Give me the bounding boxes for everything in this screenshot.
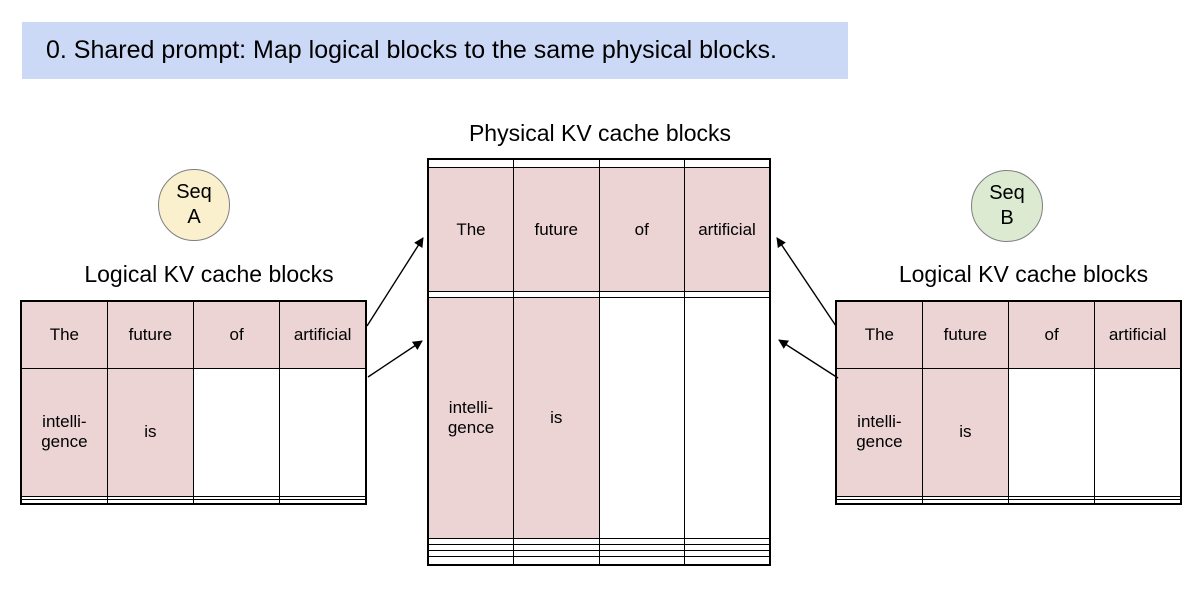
kv-cell: of xyxy=(1007,300,1096,369)
kv-cell xyxy=(598,296,685,539)
kv-cell xyxy=(427,158,514,169)
kv-cell xyxy=(1094,495,1182,500)
arrow-seq-a-block1-to-physical-block3 xyxy=(367,340,423,378)
kv-cell xyxy=(1094,498,1182,505)
kv-cell: future xyxy=(106,300,195,369)
physical-blocks-title: Physical KV cache blocks xyxy=(468,120,732,146)
kv-cell: is xyxy=(921,367,1010,497)
seq-b-badge: Seq B xyxy=(971,170,1043,242)
kv-cell xyxy=(598,158,685,169)
kv-cell: artificial xyxy=(1094,300,1182,369)
kv-cell: The xyxy=(835,300,923,369)
seq-b-badge-line2: B xyxy=(1000,207,1014,229)
kv-cell xyxy=(427,555,514,566)
seq-a-badge-line2: A xyxy=(187,206,201,228)
kv-cell: intelli- gence xyxy=(835,367,923,497)
kv-cell xyxy=(192,498,281,505)
kv-cell xyxy=(684,555,771,566)
kv-cell xyxy=(279,367,367,497)
seq-a-badge-line1: Seq xyxy=(176,181,212,203)
kv-cell: artificial xyxy=(279,300,367,369)
kv-cell xyxy=(279,495,367,500)
kv-cell xyxy=(835,498,923,505)
seq-b-badge-line1: Seq xyxy=(989,182,1025,204)
kv-cell xyxy=(598,555,685,566)
kv-cell xyxy=(1094,367,1182,497)
kv-cell: intelli- gence xyxy=(20,367,108,497)
seq-a-badge: Seq A xyxy=(158,169,230,241)
kv-cell xyxy=(513,158,600,169)
kv-cell: is xyxy=(513,296,600,539)
step-banner: 0. Shared prompt: Map logical blocks to … xyxy=(22,22,848,79)
kv-cell xyxy=(921,498,1010,505)
kv-cell xyxy=(1007,367,1096,497)
kv-cell xyxy=(279,498,367,505)
seq-a-logical-blocks-title: Logical KV cache blocks xyxy=(84,261,334,287)
kv-cell: of xyxy=(192,300,281,369)
arrow-seq-b-block1-to-physical-block3 xyxy=(778,339,839,379)
kv-cell: intelli- gence xyxy=(427,296,514,539)
kv-cell xyxy=(684,296,771,539)
kv-cell xyxy=(684,158,771,169)
kv-cell xyxy=(513,555,600,566)
kv-cell xyxy=(106,498,195,505)
kv-cell: future xyxy=(513,167,600,292)
kv-cell xyxy=(192,367,281,497)
kv-cell xyxy=(1007,498,1096,505)
kv-cell: The xyxy=(427,167,514,292)
kv-cell: is xyxy=(106,367,195,497)
kv-cell xyxy=(20,498,108,505)
arrow-seq-b-block0-to-physical-block1 xyxy=(776,237,837,327)
kv-cell: of xyxy=(598,167,685,292)
kv-cell: future xyxy=(921,300,1010,369)
kv-cell xyxy=(192,495,281,500)
kv-cell: The xyxy=(20,300,108,369)
kv-cell: artificial xyxy=(684,167,771,292)
seq-b-logical-blocks-title: Logical KV cache blocks xyxy=(898,261,1149,287)
